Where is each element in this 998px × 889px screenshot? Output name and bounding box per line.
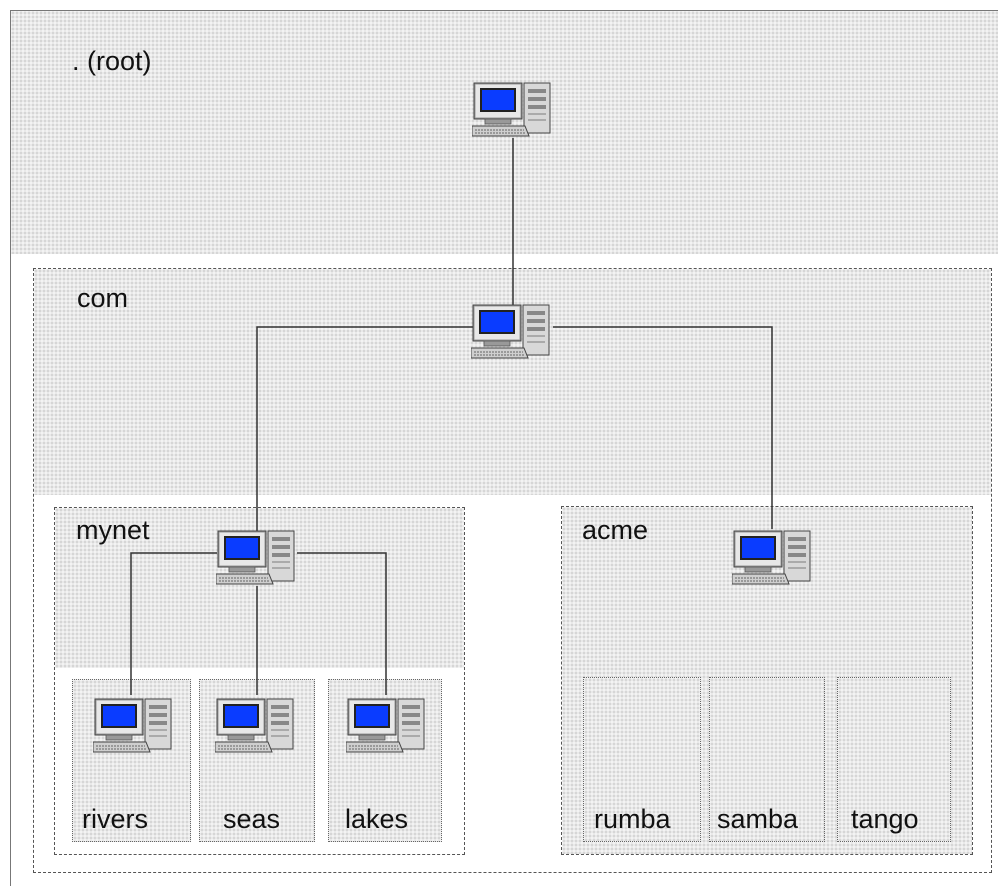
computer-icon [92, 698, 175, 754]
computer-icon [731, 530, 814, 586]
tango-zone [837, 677, 951, 842]
computer-icon [215, 530, 298, 586]
acme-label: acme [582, 515, 649, 545]
rumba-zone [583, 677, 701, 842]
lakes-label: lakes [345, 804, 409, 834]
com-acme-link [553, 326, 773, 529]
computer-icon [471, 82, 554, 138]
computer-icon [214, 698, 297, 754]
mynet-label: mynet [76, 515, 150, 545]
root-label: . (root) [72, 46, 152, 76]
com-mynet-link [256, 326, 473, 532]
computer-icon [345, 698, 428, 754]
acme-zone [561, 506, 973, 855]
seas-label: seas [223, 804, 281, 834]
computer-icon [470, 304, 553, 360]
mynet-lakes-link [297, 552, 387, 695]
mynet-zone [54, 507, 465, 855]
rumba-label: rumba [594, 804, 671, 834]
tango-label: tango [851, 804, 919, 834]
com-zone-band [34, 269, 991, 495]
com-label: com [77, 283, 129, 313]
outer-frame [10, 10, 998, 886]
samba-zone [709, 677, 825, 842]
samba-label: samba [717, 804, 799, 834]
mynet-rivers-link [130, 552, 217, 695]
rivers-label: rivers [82, 804, 148, 834]
